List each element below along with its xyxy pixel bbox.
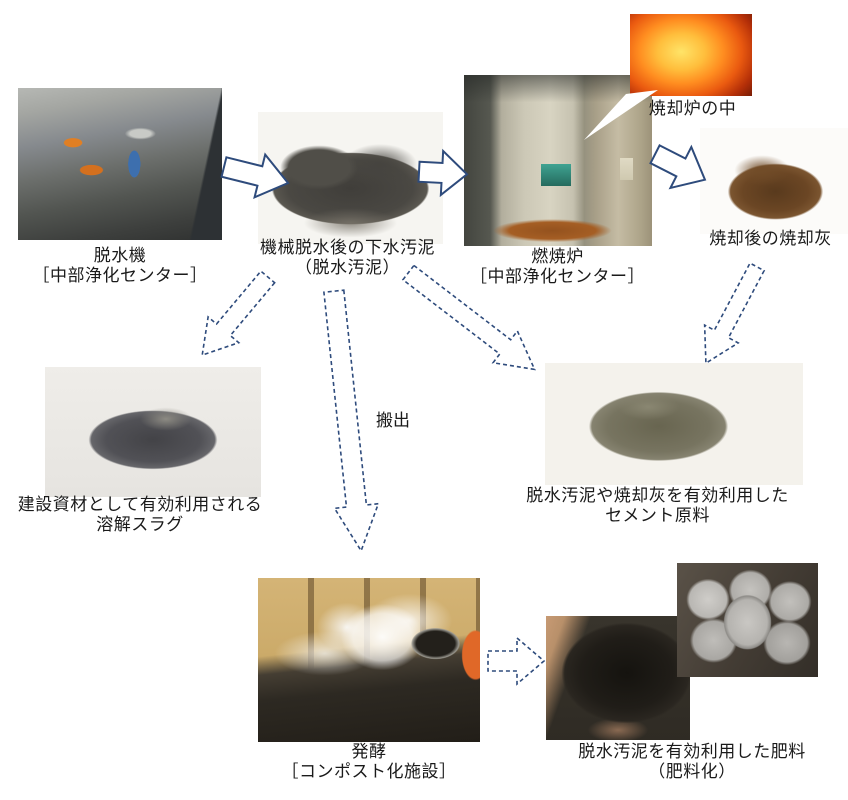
caption-line: ［中部浄化センター］ [470,267,645,287]
dewatered-sludge-photo [258,112,443,244]
arrow-ash-to-cement-icon [703,262,766,365]
arrow-machine-to-sludge-icon [220,152,290,200]
arrow-sludge-to-composting-icon [323,289,380,553]
caption-line: 脱水機 [93,246,147,265]
caption-line: 機械脱水後の下水汚泥 [260,238,435,257]
arrow-sludge-to-incinerator-icon [417,148,469,198]
caption-line: ［中部浄化センター］ [32,266,208,286]
caption-line: （肥料化） [648,762,736,782]
dewatering-machine-caption: 脱水機 ［中部浄化センター］ [0,246,240,286]
carry-out-label: 搬出 [376,411,410,430]
caption-line: 建設資材として有効利用される [17,495,263,514]
molten-slag-caption: 建設資材として有効利用される 溶解スラグ [10,495,270,535]
caption-line: 溶解スラグ [96,515,184,535]
incinerated-ash-caption: 焼却後の焼却灰 [693,229,848,249]
caption-line: 焼却後の焼却灰 [709,229,832,248]
dewatering-machine-photo [18,88,222,240]
caption-line: 脱水汚泥や焼却灰を有効利用した [526,486,789,505]
cement-raw-material-caption: 脱水汚泥や焼却灰を有効利用した セメント原料 [520,486,795,526]
arrow-sludge-to-cement-icon [401,264,536,371]
zoom-callout-wedge [584,90,658,140]
inside-incinerator-caption: 焼却炉の中 [630,99,755,119]
caption-line: ［コンポスト化施設］ [281,762,457,782]
caption-line: 焼却炉の中 [648,99,737,118]
caption-line: 脱水汚泥を有効利用した肥料 [578,742,806,761]
incinerator-caption: 燃焼炉 ［中部浄化センター］ [445,247,670,287]
cement-raw-material-photo [545,363,803,485]
molten-slag-photo [45,367,261,497]
incinerated-ash-photo [700,128,848,234]
composting-caption: 発酵 ［コンポスト化施設］ [258,742,480,782]
arrow-sludge-to-slag-icon [201,270,276,357]
fertilizer-caption: 脱水汚泥を有効利用した肥料 （肥料化） [567,742,817,782]
caption-line: 燃焼炉 [531,247,584,266]
dewatered-sludge-caption: 機械脱水後の下水汚泥 （脱水汚泥） [235,238,460,278]
caption-line: セメント原料 [605,506,710,526]
arrow-composting-to-fertilizer-icon [487,636,546,686]
inside-incinerator-photo [630,14,752,96]
arrow-incinerator-to-ash-icon [649,144,707,190]
fertilizer-bags-photo [677,563,818,677]
caption-line: （脱水汚泥） [295,258,400,278]
fertilizer-hand-photo [546,616,690,740]
caption-line: 発酵 [351,742,387,761]
composting-photo [258,578,480,742]
